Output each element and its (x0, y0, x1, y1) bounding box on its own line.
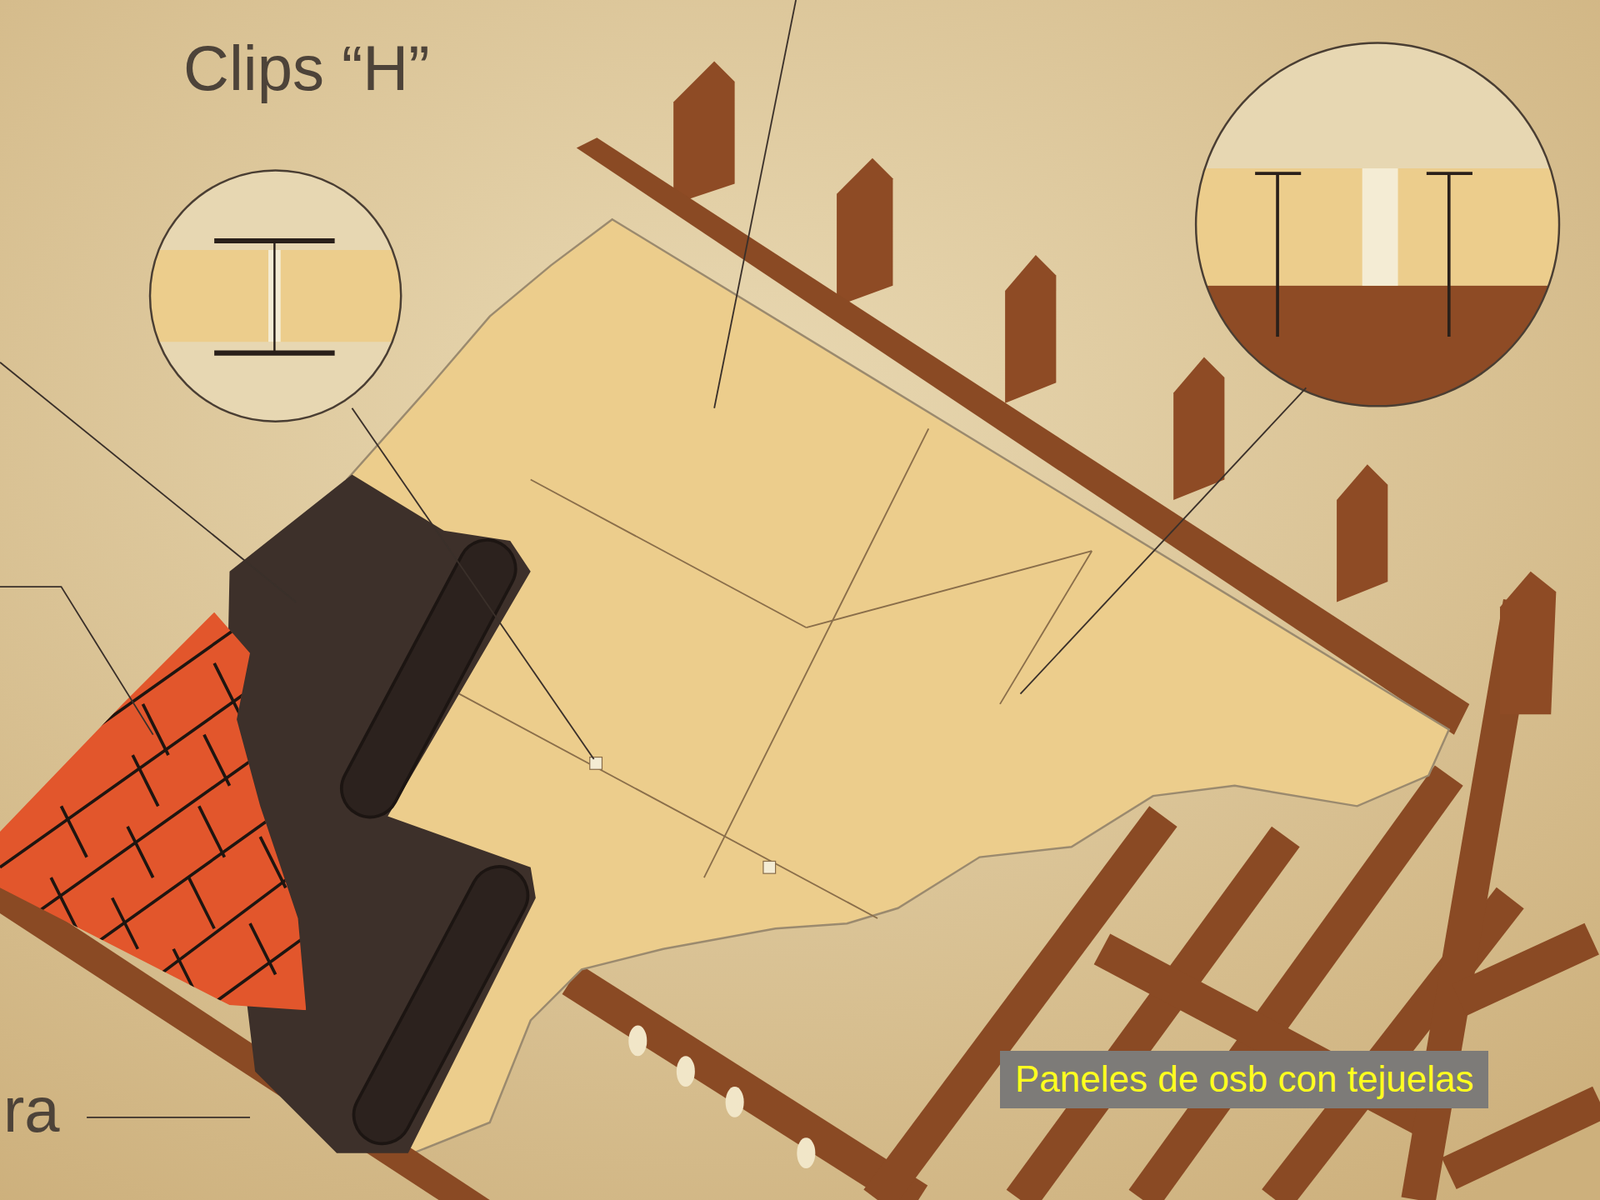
shingles (0, 571, 317, 1021)
detail-nails (1194, 42, 1562, 419)
detail-h-clip (142, 170, 412, 421)
panel-seams (459, 428, 1092, 919)
part-label: Clips “H” (183, 33, 430, 104)
truss-holes (628, 1025, 815, 1169)
caption-box: Paneles de osb con tejuelas (1000, 1050, 1489, 1109)
felt-rolls (331, 530, 539, 1154)
clip-marks (590, 757, 776, 875)
felt (224, 474, 535, 1153)
leader-lines (0, 0, 1306, 1118)
part-label: ra (3, 1075, 60, 1145)
